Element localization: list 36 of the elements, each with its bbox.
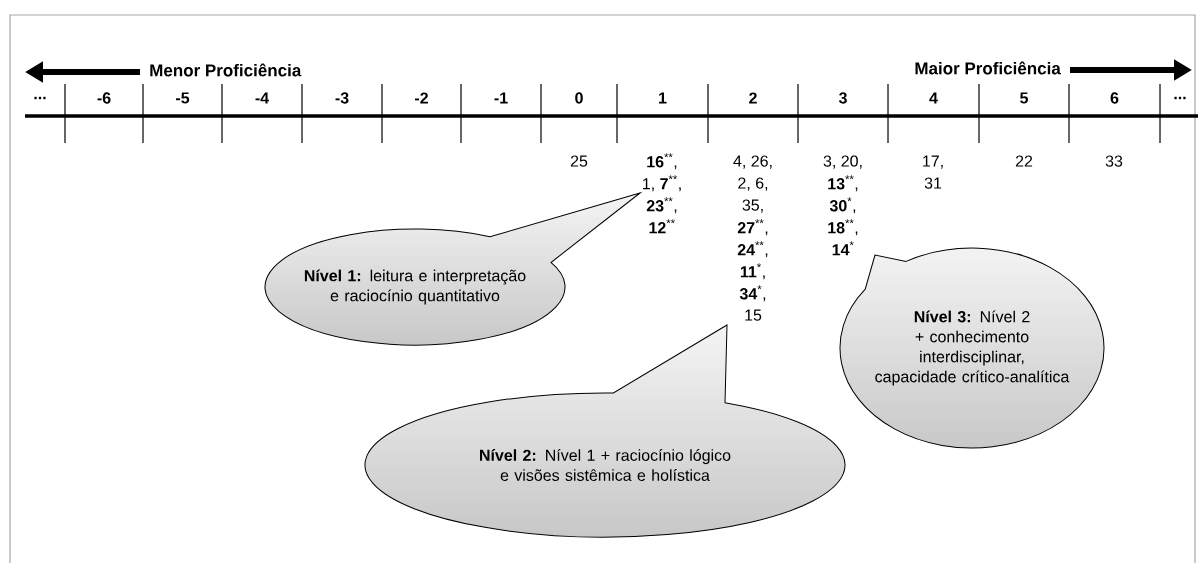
item-number: 27$^{**}$, — [737, 219, 768, 236]
item-number: 4, 26, — [733, 155, 772, 169]
scale-number: 2 — [749, 92, 757, 104]
item-number: 16$^{**}$, — [647, 153, 677, 170]
item-number: 17, — [923, 155, 943, 169]
scale-number: ... — [34, 96, 46, 100]
item-number: 22 — [1015, 155, 1033, 167]
scale-number: 5 — [1020, 92, 1028, 104]
speech-bubble: Nível 2: Nível 1 + raciocínio lógico e visões sistêmica e holística — [364, 324, 846, 538]
speech-bubble: Nível 1: leitura e interpretação e raciocínio quantitativo — [264, 192, 641, 346]
scale-number: 0 — [575, 92, 583, 104]
scale-number: -4 — [255, 92, 270, 104]
scale-number: 6 — [1110, 92, 1119, 104]
item-number: 2, 6, — [738, 177, 768, 191]
scale-number: ... — [1174, 96, 1186, 100]
item-number: 3, 20, — [823, 155, 862, 169]
scale-number: 3 — [838, 92, 847, 104]
item-number: 31 — [924, 177, 942, 189]
item-number: 24$^{**}$, — [737, 241, 768, 258]
item-number: 35, — [742, 199, 763, 213]
axis-title: Menor Proficiência — [150, 63, 302, 77]
scale-number: -1 — [494, 92, 508, 104]
item-number: 33 — [1105, 155, 1123, 167]
item-number: 30$^{*}$, — [829, 197, 856, 214]
item-number: 11$^{*}$, — [740, 263, 765, 280]
axis-title: Maior Proficiência — [915, 61, 1061, 75]
item-number: 1, 7$^{**}$, — [643, 175, 681, 192]
scale-number: 4 — [929, 92, 938, 104]
scale-number: -6 — [97, 92, 111, 104]
item-number: 13$^{**}$, — [828, 175, 858, 192]
scale-number: -3 — [335, 92, 349, 104]
scale-number: 1 — [659, 92, 667, 104]
item-number: 34$^{*}$, — [739, 285, 766, 302]
scale-number: -2 — [415, 92, 428, 104]
scale-number: -5 — [176, 92, 190, 104]
item-number: 25 — [570, 155, 588, 167]
